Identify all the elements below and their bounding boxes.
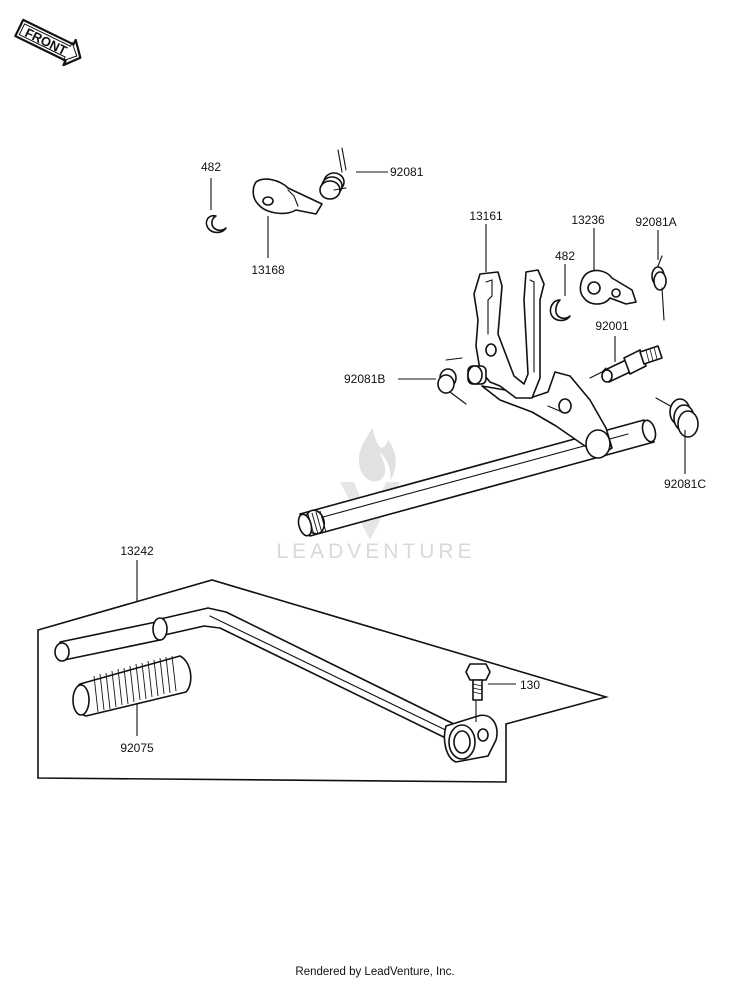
pedal-assembly-bracket xyxy=(37,579,609,783)
leader-lines xyxy=(136,171,686,736)
spring-92081C xyxy=(655,397,699,438)
callout-92075: 92075 xyxy=(120,741,154,755)
circlip-482-right xyxy=(549,299,571,322)
callout-13168: 13168 xyxy=(251,263,285,277)
spring-92081B xyxy=(437,357,467,405)
bolt-92001 xyxy=(601,345,663,383)
holder-13236 xyxy=(579,269,637,305)
callout-482-top: 482 xyxy=(201,160,221,174)
callout-92001: 92001 xyxy=(595,319,629,333)
spring-92081A xyxy=(651,255,667,321)
plate-13168 xyxy=(252,178,323,215)
shift-pedal-13242 xyxy=(54,607,498,763)
callout-130: 130 xyxy=(520,678,540,692)
callout-92081: 92081 xyxy=(390,165,424,179)
watermark-text: LEADVENTURE xyxy=(276,540,475,563)
shift-shaft xyxy=(297,419,657,537)
footer-credit: Rendered by LeadVenture, Inc. xyxy=(295,966,454,978)
shift-pawl-13161 xyxy=(467,269,545,399)
callout-482-right: 482 xyxy=(555,249,575,263)
circlip-482-top xyxy=(205,214,227,234)
rubber-grip-92075 xyxy=(72,655,192,717)
shift-arm-plate xyxy=(481,367,613,459)
callout-92081B: 92081B xyxy=(344,372,385,386)
callout-92081C: 92081C xyxy=(664,477,706,491)
front-arrow-badge: FRONT xyxy=(14,18,82,67)
callout-92081A: 92081A xyxy=(635,215,676,229)
spring-92081 xyxy=(319,147,347,200)
callout-13236: 13236 xyxy=(571,213,605,227)
bolt-130 xyxy=(465,663,491,701)
callout-13161: 13161 xyxy=(469,209,503,223)
callout-13242: 13242 xyxy=(120,544,154,558)
